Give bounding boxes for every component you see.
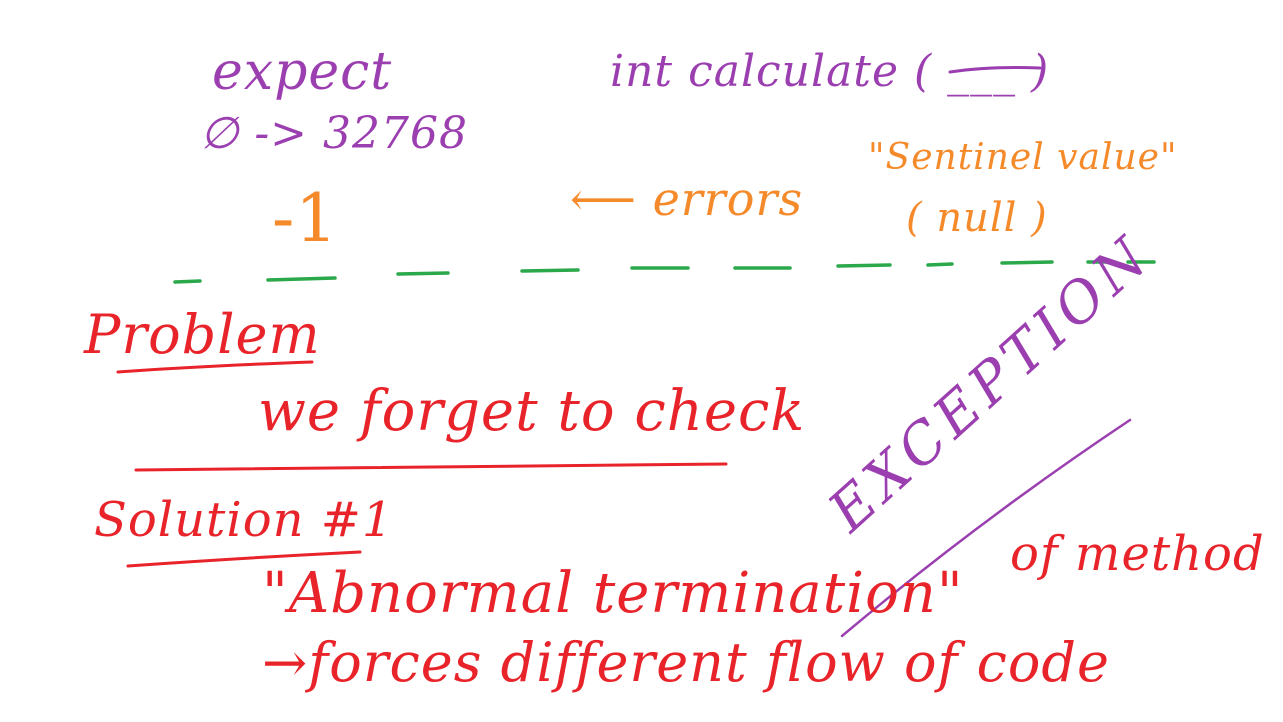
abnormal-termination-note: "Abnormal termination" bbox=[262, 561, 964, 626]
problem-heading: Problem bbox=[84, 303, 321, 366]
null-label: ( null ) bbox=[906, 195, 1048, 241]
blank-parameter-line bbox=[948, 66, 1042, 74]
problem-separator bbox=[134, 462, 728, 472]
solution-underline bbox=[126, 550, 362, 568]
function-signature: int calculate ( ___ ) bbox=[610, 46, 1050, 97]
problem-text: we forget to check bbox=[258, 379, 806, 444]
solution-heading: Solution #1 bbox=[94, 492, 394, 548]
sentinel-value-label: "Sentinel value" bbox=[868, 137, 1178, 178]
value-range-note: ∅ -> 32768 bbox=[200, 108, 469, 159]
sentinel-minus-one: -1 bbox=[272, 180, 339, 257]
problem-underline bbox=[116, 360, 314, 374]
expect-note: expect bbox=[212, 42, 393, 102]
green-dashed-divider bbox=[173, 260, 1156, 284]
forces-flow-note: →forces different flow of code bbox=[262, 631, 1110, 694]
exception-underline bbox=[840, 418, 1132, 638]
of-method-note: of method bbox=[1010, 526, 1265, 582]
errors-note: ⟵ errors bbox=[570, 172, 804, 226]
